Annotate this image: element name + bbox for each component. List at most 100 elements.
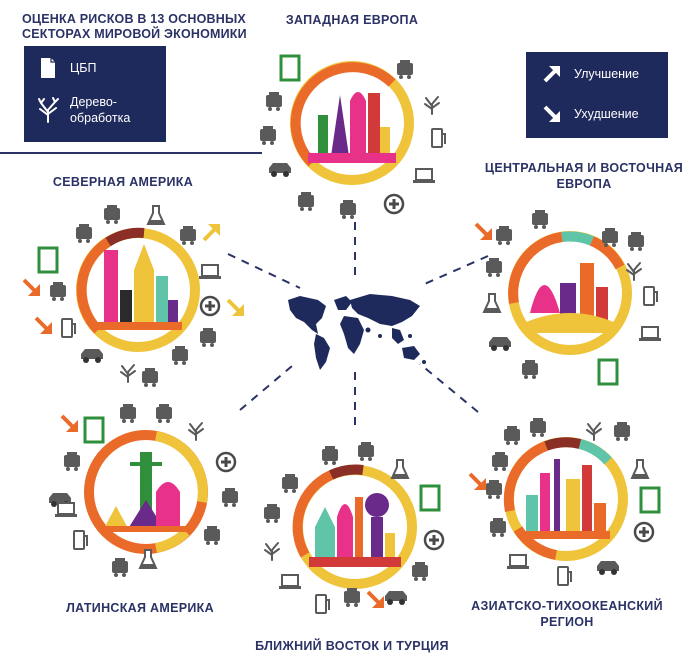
- cow-icon: [628, 232, 644, 251]
- legend-worsen-label: Ухудшение: [574, 107, 639, 121]
- label-ce-europe-line2: ЕВРОПА: [556, 177, 612, 191]
- coal-icon: [492, 452, 508, 471]
- transport-icon: [266, 92, 282, 111]
- legend-wood-line1: Дерево-: [70, 95, 117, 109]
- paper-icon: [639, 486, 661, 514]
- coal-icon: [322, 446, 338, 465]
- paper-icon: [83, 416, 105, 444]
- label-ce-europe-line1: ЦЕНТРАЛЬНАЯ И ВОСТОЧНАЯ: [484, 161, 684, 175]
- page-title-line1: ОЦЕНКА РИСКОВ В 13 ОСНОВНЫХ: [22, 12, 246, 26]
- cow-icon: [142, 368, 158, 387]
- legend-improve-label: Улучшение: [574, 67, 639, 81]
- building-icon: [340, 200, 356, 219]
- paper-icon: [36, 56, 60, 80]
- paper-icon: [279, 54, 301, 82]
- transport-icon: [532, 210, 548, 229]
- paper-icon: [37, 246, 59, 274]
- tree-icon: [188, 422, 204, 441]
- coal-icon: [50, 282, 66, 301]
- oilpump-icon: [486, 258, 502, 277]
- laptop-icon: [54, 502, 78, 518]
- laptop-icon: [198, 264, 222, 280]
- car-icon: [385, 591, 407, 605]
- oilpump-icon: [120, 404, 136, 423]
- laptop-icon: [278, 574, 302, 590]
- car-icon: [489, 337, 511, 351]
- laptop-icon: [638, 326, 662, 342]
- transport-icon: [282, 474, 298, 493]
- flask-icon: [391, 459, 409, 479]
- label-apac: АЗИАТСКО-ТИХООКЕАНСКИЙ РЕГИОН: [456, 598, 678, 630]
- legend-item-improve: Улучшение: [540, 62, 639, 86]
- page-title-line2: СЕКТОРАХ МИРОВОЙ ЭКОНОМИКИ: [22, 27, 247, 41]
- page-title: ОЦЕНКА РИСКОВ В 13 ОСНОВНЫХ СЕКТОРАХ МИР…: [22, 12, 247, 42]
- legend-wood-label: Дерево- обработка: [70, 94, 130, 126]
- laptop-icon: [506, 554, 530, 570]
- plus-icon: [423, 529, 445, 551]
- region-ce-europe: [508, 231, 632, 355]
- worsen-arrow-icon: [474, 222, 494, 242]
- building-icon: [486, 480, 502, 499]
- legend-item-wood: Дерево- обработка: [36, 94, 130, 126]
- mill-icon: [358, 442, 374, 461]
- flask-icon: [631, 459, 649, 479]
- coal-icon: [496, 226, 512, 245]
- car-icon: [597, 561, 619, 575]
- worsen-arrow-icon: [366, 590, 386, 610]
- arrow-down-right-icon: [540, 102, 564, 126]
- cow-icon: [614, 422, 630, 441]
- worsen-arrow-icon: [468, 472, 488, 492]
- trend-legend: Улучшение Ухудшение: [526, 52, 668, 138]
- world-map: [288, 294, 426, 370]
- fuel-icon: [431, 128, 446, 148]
- label-north-america: СЕВЕРНАЯ АМЕРИКА: [52, 175, 194, 189]
- transport-icon: [530, 418, 546, 437]
- mill-icon: [172, 346, 188, 365]
- improve-arrow-icon: [202, 222, 222, 242]
- label-apac-line1: АЗИАТСКО-ТИХООКЕАНСКИЙ: [471, 599, 663, 613]
- region-apac: [503, 437, 628, 561]
- arrow-up-right-icon: [540, 62, 564, 86]
- legend-item-worsen: Ухудшение: [540, 102, 639, 126]
- label-ce-europe: ЦЕНТРАЛЬНАЯ И ВОСТОЧНАЯ ЕВРОПА: [476, 160, 692, 192]
- transport-icon: [180, 226, 196, 245]
- building-icon: [264, 504, 280, 523]
- cow-icon: [204, 526, 220, 545]
- legend-item-pulp: ЦБП: [36, 56, 96, 80]
- mill-icon: [397, 60, 413, 79]
- truck-icon: [490, 518, 506, 537]
- legend-wood-line2: обработка: [70, 111, 131, 125]
- coal-icon: [64, 452, 80, 471]
- legend-pulp-label: ЦБП: [70, 61, 97, 75]
- tree-icon: [424, 96, 440, 115]
- plus-icon: [199, 295, 221, 317]
- label-middle-east: БЛИЖНИЙ ВОСТОК И ТУРЦИЯ: [255, 639, 449, 653]
- oilpump-icon: [504, 426, 520, 445]
- oilpump-icon: [104, 205, 120, 224]
- sector-legend: ЦБП Дерево- обработка: [24, 46, 166, 142]
- label-latin-america: ЛАТИНСКАЯ АМЕРИКА: [66, 601, 214, 615]
- building-icon: [522, 360, 538, 379]
- region-middle-east: [292, 464, 417, 589]
- header-divider: [0, 152, 262, 154]
- building-icon: [222, 488, 238, 507]
- coal-icon: [260, 126, 276, 145]
- plus-icon: [215, 451, 237, 473]
- worsen-arrow-icon: [34, 316, 54, 336]
- fuel-icon: [557, 566, 572, 586]
- car-icon: [81, 349, 103, 363]
- oilpump-icon: [344, 588, 360, 607]
- region-latin-america: [84, 430, 208, 554]
- connector-lines: [227, 222, 489, 430]
- tree-icon: [120, 364, 136, 383]
- building-icon: [76, 224, 92, 243]
- mill-icon: [112, 558, 128, 577]
- plus-icon: [383, 193, 405, 215]
- improve-arrow-icon: [226, 298, 246, 318]
- truck-icon: [200, 328, 216, 347]
- worsen-arrow-icon: [60, 414, 80, 434]
- flask-icon: [483, 293, 501, 313]
- fuel-icon: [61, 318, 76, 338]
- tree-icon: [36, 97, 60, 123]
